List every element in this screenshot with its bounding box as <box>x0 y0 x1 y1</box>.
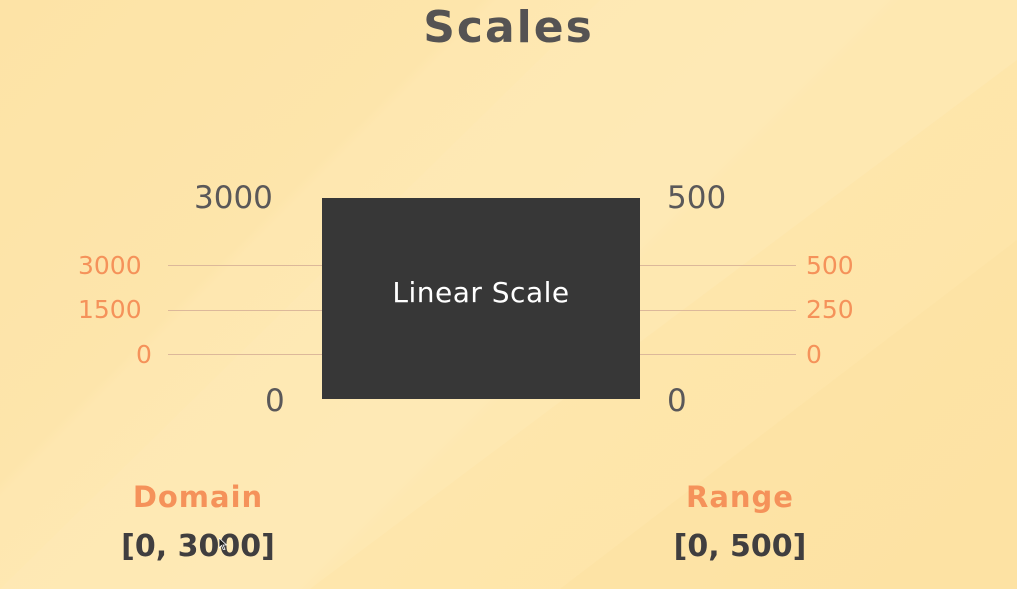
left-axis-bottom-value: 0 <box>265 383 285 419</box>
right-axis-top-value: 500 <box>667 180 727 216</box>
right-tick-label-500: 500 <box>806 251 854 280</box>
left-tick-label-0: 0 <box>136 340 152 369</box>
mouse-pointer-icon <box>219 538 227 550</box>
left-gridline-3000 <box>168 265 322 266</box>
left-tick-label-3000: 3000 <box>78 251 142 280</box>
right-axis-bottom-value: 0 <box>667 383 687 419</box>
page-title: Scales <box>423 2 594 53</box>
right-gridline-500 <box>640 265 796 266</box>
domain-value: [0, 3000] <box>121 529 275 564</box>
right-gridline-250 <box>640 310 796 311</box>
linear-scale-box: Linear Scale <box>322 198 640 399</box>
right-gridline-0 <box>640 354 796 355</box>
linear-scale-label: Linear Scale <box>392 276 570 309</box>
left-gridline-1500 <box>168 310 322 311</box>
left-gridline-0 <box>168 354 322 355</box>
left-tick-label-1500: 1500 <box>78 295 142 324</box>
right-tick-label-0: 0 <box>806 340 822 369</box>
range-label: Range <box>686 480 794 514</box>
range-value: [0, 500] <box>673 529 807 564</box>
right-tick-label-250: 250 <box>806 295 854 324</box>
left-axis-top-value: 3000 <box>194 180 273 216</box>
domain-label: Domain <box>132 480 264 514</box>
